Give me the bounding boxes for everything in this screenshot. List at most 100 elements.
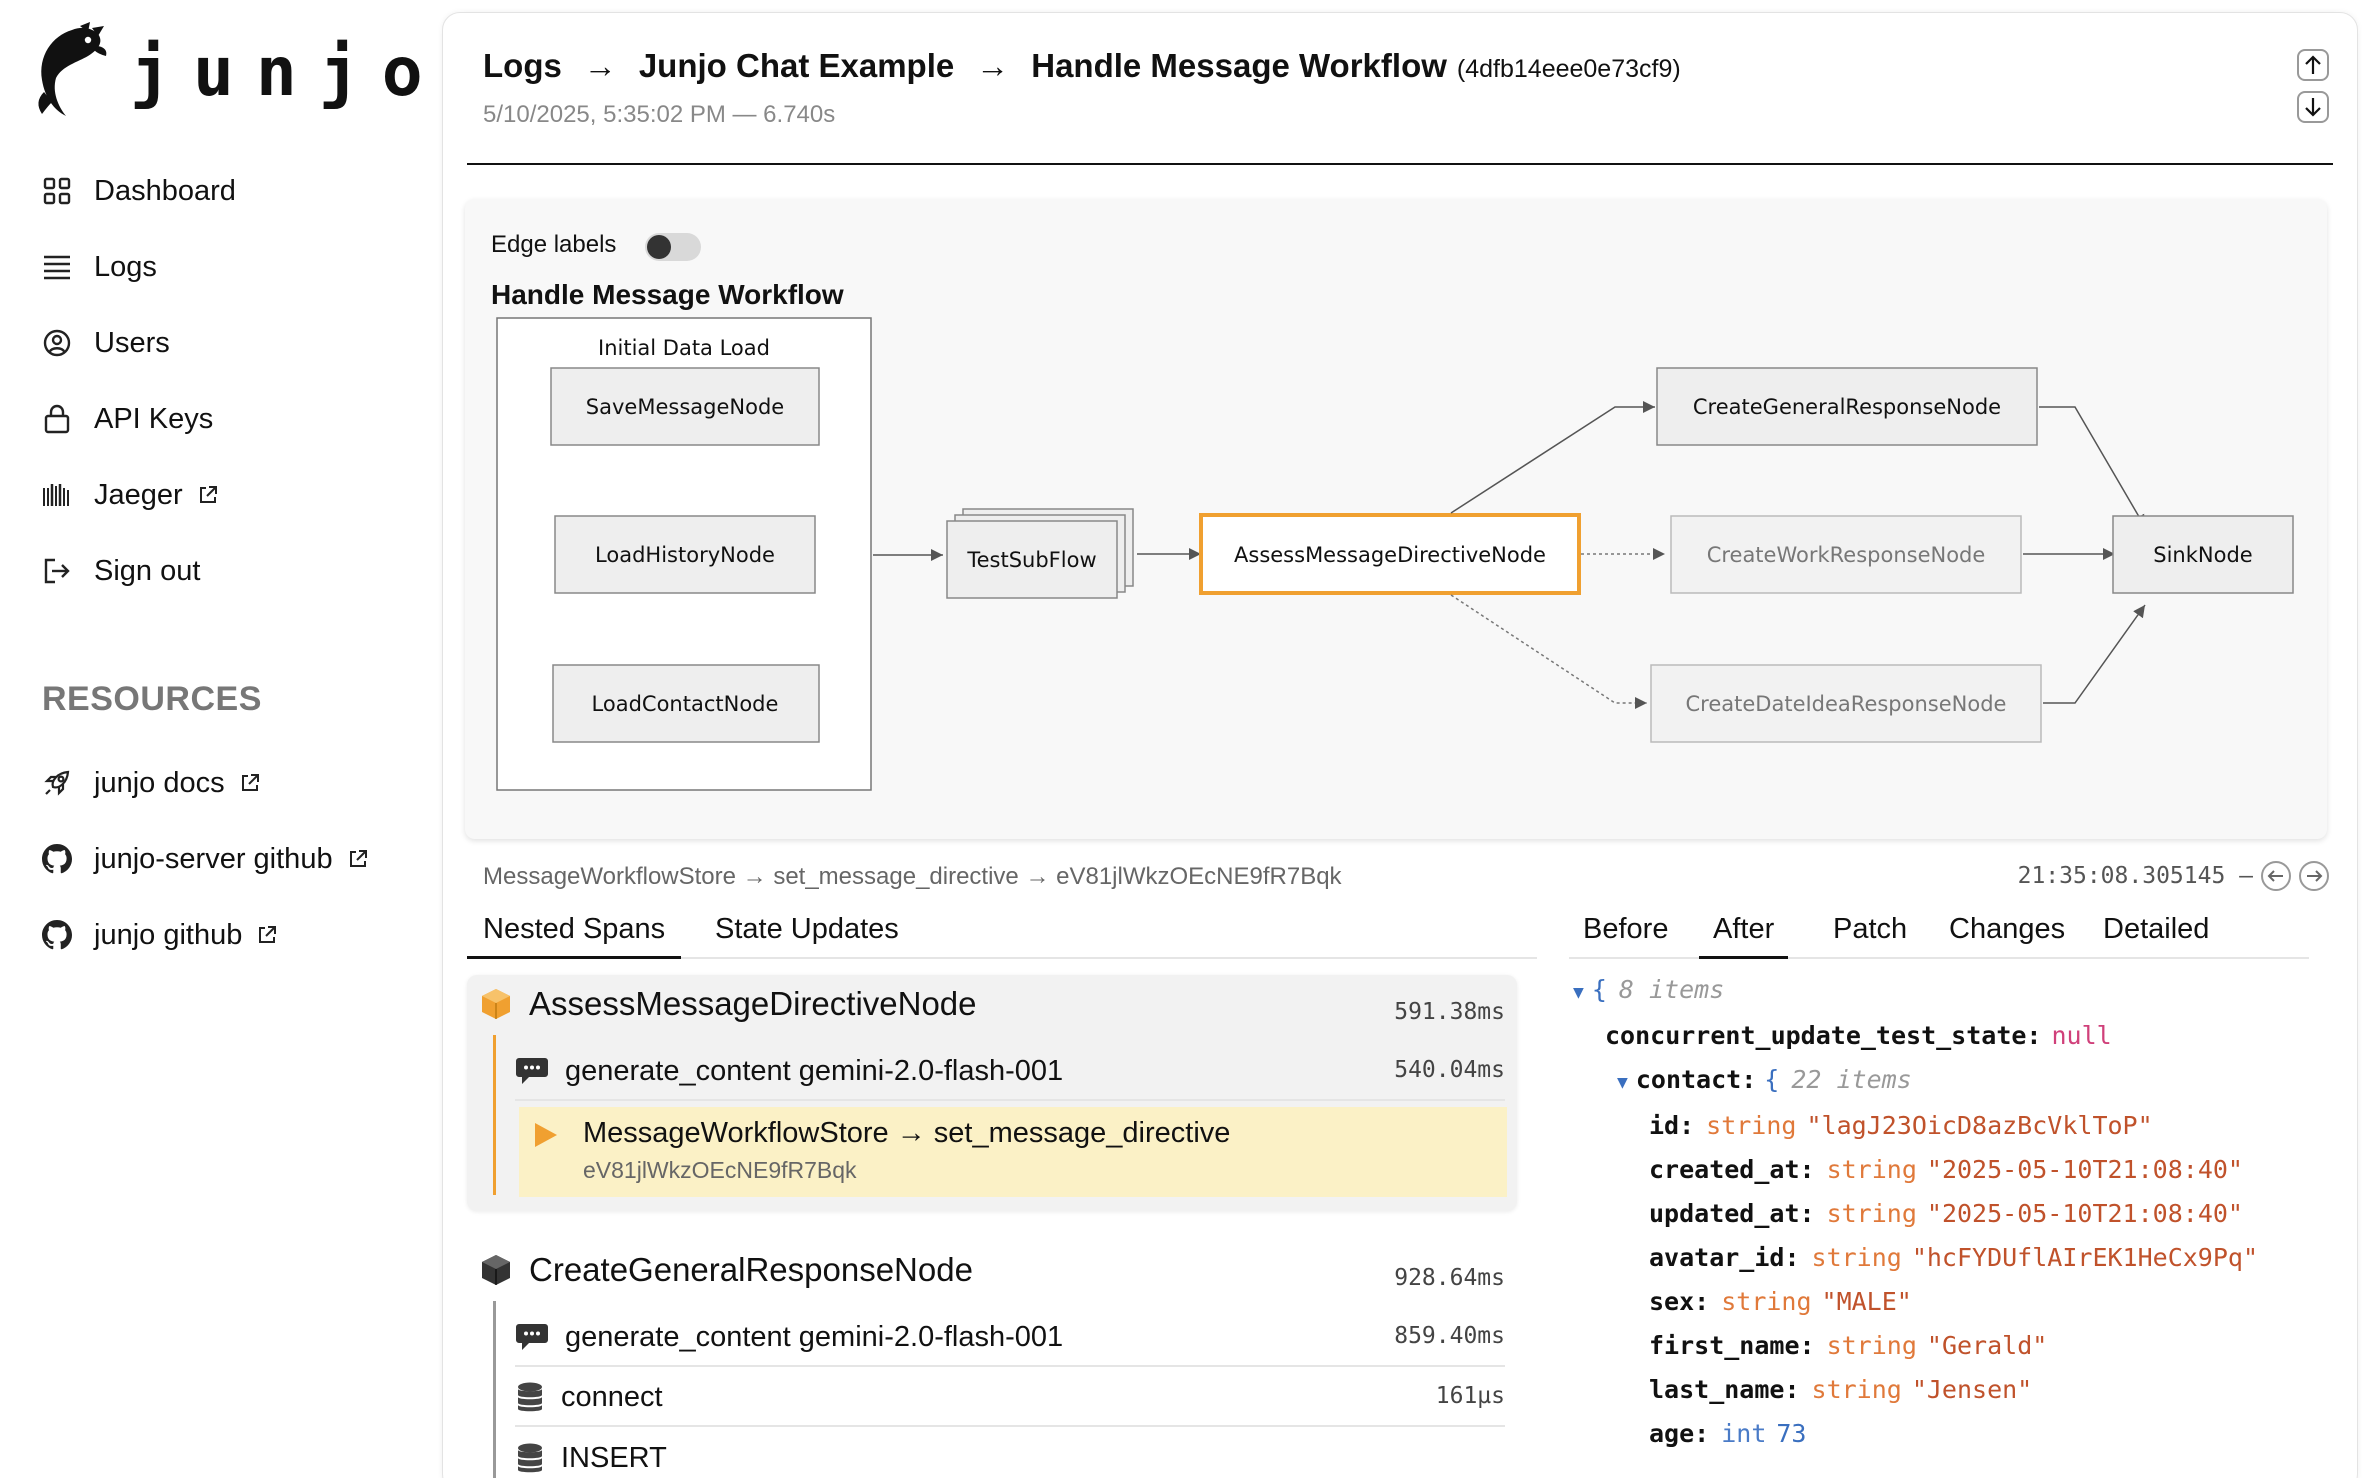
tab-before[interactable]: Before [1583, 913, 1669, 945]
node-create-work-response[interactable]: CreateWorkResponseNode [1670, 515, 2022, 594]
sidebar-item-dashboard[interactable]: Dashboard [40, 166, 236, 216]
github-icon [40, 918, 74, 952]
node-label: CreateWorkResponseNode [1707, 543, 1986, 567]
arrow-left-icon [2267, 870, 2283, 882]
json-row: concurrent_update_test_state: null [1605, 1021, 2112, 1050]
json-value: "2025-05-10T21:08:40" [1926, 1199, 2243, 1228]
span-tree-line [493, 1035, 496, 1195]
breadcrumb-logs[interactable]: Logs [483, 47, 562, 84]
json-key: last_name: [1649, 1375, 1800, 1404]
node-assess-message-directive[interactable]: AssessMessageDirectiveNode [1199, 513, 1581, 595]
breadcrumb-workflow-type[interactable]: Junjo Chat Example [638, 47, 955, 84]
json-row: avatar_id: string "hcFYDUflAIrEK1HeCx9Pq… [1649, 1243, 2258, 1272]
tab-state-updates[interactable]: State Updates [715, 913, 899, 945]
sidebar-item-users[interactable]: Users [40, 318, 170, 368]
selected-span-timestamp-bar: 21:35:08.305145 – [2018, 861, 2329, 891]
json-contact-row[interactable]: ▼ contact: { 22 items [1617, 1065, 1912, 1094]
json-row: last_name: string "Jensen" [1649, 1375, 2032, 1404]
tab-patch[interactable]: Patch [1833, 913, 1908, 945]
json-type: int [1721, 1419, 1767, 1448]
database-icon [518, 1382, 542, 1412]
sidebar-item-label: API Keys [94, 402, 214, 435]
span-duration: 591.38ms [1394, 999, 1505, 1025]
arrow-down-icon [2305, 98, 2321, 117]
resource-junjo-server-github[interactable]: junjo-server github [40, 834, 369, 884]
external-link-icon [199, 486, 217, 503]
previous-span-button[interactable] [2261, 861, 2291, 891]
json-brace: { [1764, 1065, 1780, 1094]
header-divider [467, 163, 2333, 165]
selected-span-timestamp: 21:35:08.305145 – [2017, 863, 2253, 889]
node-label: SinkNode [2153, 543, 2252, 567]
state-tabs: Before After Patch Changes Detailed [1569, 903, 2309, 959]
tab-nested-spans[interactable]: Nested Spans [467, 913, 682, 959]
json-type: string [1706, 1111, 1797, 1140]
json-key: contact: [1635, 1065, 1757, 1094]
json-key: concurrent_update_test_state: [1605, 1021, 2042, 1050]
graph-canvas: Initial Data Load SaveMessageNode LoadHi… [496, 317, 2294, 791]
resource-junjo-github[interactable]: junjo github [40, 910, 278, 960]
node-load-contact[interactable]: LoadContactNode [552, 664, 820, 743]
workflow-timestamp: 5/10/2025, 5:35:02 PM — 6.740s [483, 101, 836, 128]
resources-heading: RESOURCES [42, 680, 262, 718]
sidebar-item-label: Dashboard [94, 174, 236, 207]
breadcrumb-separator: → [976, 47, 1010, 84]
child-span[interactable]: generate_content gemini-2.0-flash-001 54… [515, 1043, 1505, 1101]
toggle-knob [647, 235, 671, 259]
node-create-date-idea-response[interactable]: CreateDateIdeaResponseNode [1650, 664, 2042, 743]
node-create-general-response[interactable]: CreateGeneralResponseNode [1656, 367, 2038, 446]
tab-changes[interactable]: Changes [1949, 913, 2066, 945]
caret-down-icon: ▼ [1573, 982, 1584, 1003]
json-value: 73 [1776, 1419, 1807, 1448]
json-root-row[interactable]: ▼ { 8 items [1573, 975, 1724, 1004]
child-span-name: generate_content gemini-2.0-flash-001 [565, 1320, 1064, 1353]
junjo-logo[interactable]: junjo [32, 22, 445, 122]
span-name: AssessMessageDirectiveNode [529, 985, 977, 1022]
node-label: LoadContactNode [592, 692, 779, 716]
json-key: updated_at: [1649, 1199, 1815, 1228]
node-load-history[interactable]: LoadHistoryNode [554, 515, 816, 594]
json-type: string [1811, 1375, 1902, 1404]
sidebar: junjo Dashboard Logs Users [0, 0, 442, 1478]
span-assess-message-directive[interactable]: AssessMessageDirectiveNode 591.38ms gene… [467, 975, 1517, 1211]
resource-junjo-docs[interactable]: junjo docs [40, 758, 261, 808]
json-type: string [1826, 1199, 1917, 1228]
json-type: string [1721, 1287, 1812, 1316]
sidebar-item-sign-out[interactable]: Sign out [40, 546, 200, 596]
child-span[interactable]: connect 161µs [515, 1369, 1505, 1427]
chat-bubble-icon [516, 1058, 548, 1084]
child-span-duration: 161µs [1435, 1383, 1505, 1409]
dashboard-grid-icon [40, 174, 74, 208]
node-test-subflow[interactable]: TestSubFlow [946, 508, 1134, 599]
json-value: "Jensen" [1911, 1375, 2033, 1404]
json-type: string [1826, 1331, 1917, 1360]
tab-detailed[interactable]: Detailed [2103, 913, 2210, 945]
span-tree-line [493, 1301, 496, 1478]
workflow-id: (4dfb14eee0e73cf9) [1456, 55, 1681, 83]
sidebar-item-jaeger[interactable]: Jaeger [40, 470, 219, 520]
span-header: AssessMessageDirectiveNode [479, 985, 977, 1023]
node-save-message[interactable]: SaveMessageNode [550, 367, 820, 446]
node-label: SaveMessageNode [586, 395, 784, 419]
scroll-up-button[interactable] [2297, 49, 2329, 81]
scroll-down-button[interactable] [2297, 91, 2329, 123]
child-span[interactable]: INSERT [515, 1429, 1505, 1478]
child-span[interactable]: generate_content gemini-2.0-flash-001 85… [515, 1309, 1505, 1367]
tab-after[interactable]: After [1699, 913, 1789, 959]
json-key: age: [1649, 1419, 1710, 1448]
node-sink[interactable]: SinkNode [2112, 515, 2294, 594]
sidebar-item-logs[interactable]: Logs [40, 242, 157, 292]
node-label: AssessMessageDirectiveNode [1234, 543, 1546, 567]
span-name: CreateGeneralResponseNode [529, 1251, 973, 1288]
span-create-general-response[interactable]: CreateGeneralResponseNode 928.64ms gener… [467, 1241, 1517, 1478]
edge-labels-toggle[interactable] [645, 233, 701, 261]
child-span-name: INSERT [561, 1441, 667, 1474]
sidebar-item-api-keys[interactable]: API Keys [40, 394, 213, 444]
json-row: sex: string "MALE" [1649, 1287, 1912, 1316]
github-icon [40, 842, 74, 876]
json-row: id: string "lagJ23OicD8azBcVklToP" [1649, 1111, 2153, 1140]
next-span-button[interactable] [2299, 861, 2329, 891]
child-span-duration: 540.04ms [1394, 1057, 1505, 1083]
sidebar-item-label: Jaeger [94, 478, 183, 511]
state-update-event-highlight[interactable]: MessageWorkflowStore → set_message_direc… [519, 1107, 1507, 1197]
